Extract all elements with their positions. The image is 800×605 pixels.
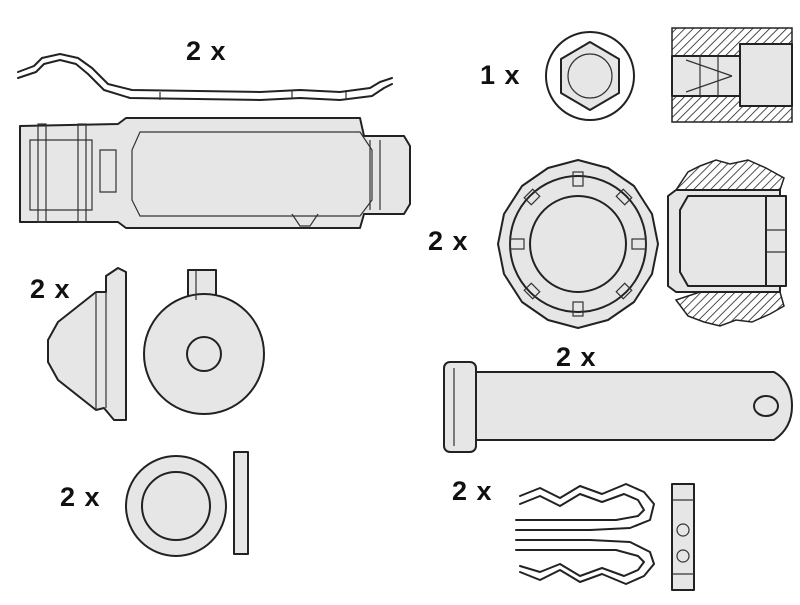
guide-pin-quantity: 2 x (556, 342, 597, 372)
spring-clip-drawing (17, 53, 393, 101)
nut-quantity: 1 x (480, 60, 521, 90)
ring-nut-side-drawing (667, 159, 787, 327)
nut-side-drawing (671, 27, 793, 123)
spring-clip-quantity: 2 x (186, 36, 227, 66)
cone-washer-quantity: 2 x (30, 274, 71, 304)
ring-nut-front-drawing (497, 159, 659, 329)
spring-plate-drawing (19, 117, 411, 229)
split-pin-drawing (515, 483, 695, 591)
cone-washer-drawing (47, 267, 127, 421)
flat-washer-quantity: 2 x (60, 482, 101, 512)
flat-washer-drawing (125, 451, 249, 557)
split-pin-quantity: 2 x (452, 476, 493, 506)
cone-washer-front-drawing (143, 269, 265, 415)
guide-pin-drawing (443, 361, 793, 453)
ring-nut-quantity: 2 x (428, 226, 469, 256)
nut-front-drawing (545, 31, 635, 121)
